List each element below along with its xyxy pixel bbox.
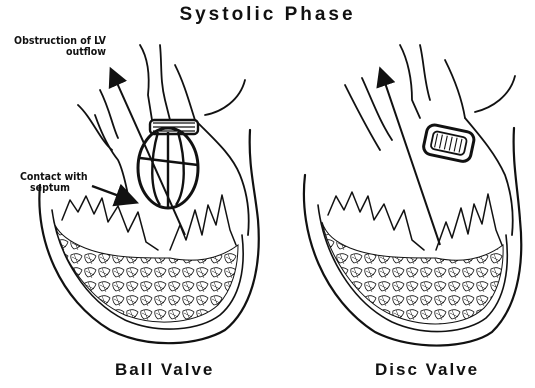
right-septal-edge	[328, 192, 424, 250]
right-myocardium-hatching	[322, 222, 503, 324]
right-atrium-top	[475, 76, 515, 112]
aorta-left-wall	[95, 115, 128, 195]
vessel-branch-1	[78, 105, 112, 150]
pulmonary-vessel	[175, 65, 195, 120]
right-aorta-2	[420, 45, 430, 100]
atrium-top	[205, 80, 245, 115]
right-papillary-edge	[436, 194, 502, 250]
aortic-arch	[140, 45, 152, 120]
ball-valve-heart	[39, 45, 258, 343]
caption-ball-valve: Ball Valve	[115, 360, 214, 380]
right-vessel-branch-1	[345, 85, 380, 150]
atrium-outline	[195, 120, 249, 235]
caption-disc-valve: Disc Valve	[375, 360, 479, 380]
contact-arrow	[92, 186, 130, 200]
vessel-branch-2	[100, 90, 118, 138]
right-pulmonary	[445, 60, 465, 118]
septal-edge-left	[62, 196, 158, 250]
right-aorta	[400, 45, 420, 118]
disc-valve	[422, 124, 475, 163]
disc-valve-heart	[304, 45, 521, 346]
aortic-arch-2	[160, 45, 170, 120]
